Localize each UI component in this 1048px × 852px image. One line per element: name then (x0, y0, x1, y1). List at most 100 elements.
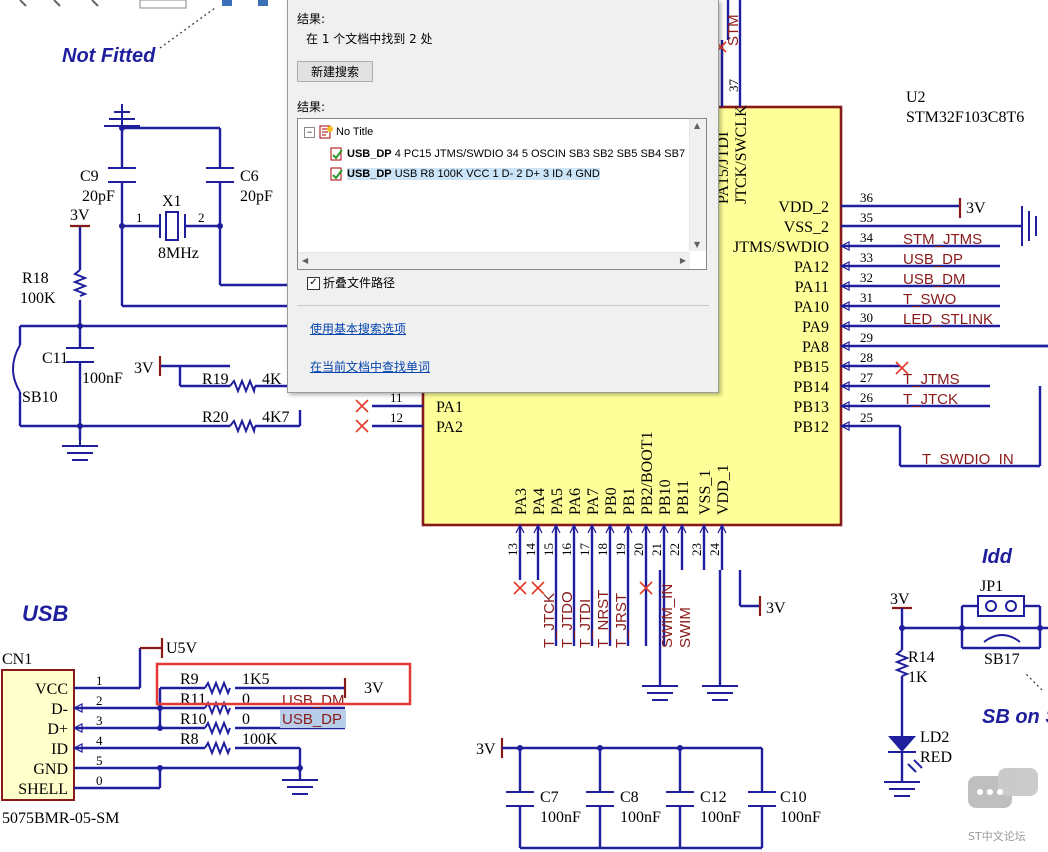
fold-paths-checkbox[interactable]: ✓折叠文件路径 (307, 274, 395, 291)
toolbar-remnant (19, 0, 268, 9)
right-net-label: T_SWO (903, 291, 956, 308)
c11-ref: C11 (42, 350, 68, 367)
sb-on-label: SB on S (982, 706, 1048, 728)
cn1-part: 5075BMR-05-SM (2, 810, 119, 827)
new-search-button[interactable]: 新建搜索 (297, 61, 373, 82)
r11-value: 0 (242, 691, 250, 708)
tree-hit-row-selected[interactable]: USB_DP USB R8 100K VCC 1 D- 2 D+ 3 ID 4 … (330, 165, 600, 183)
pin-arrow-icon (569, 523, 579, 534)
vertical-scrollbar[interactable]: ▲ ▼ (689, 119, 706, 251)
crystal-x1 (159, 211, 186, 241)
pin-arrow-icon (717, 523, 727, 534)
right-pin-number: 26 (860, 390, 874, 405)
annotation-box (155, 662, 412, 706)
find-in-document-link[interactable]: 在当前文档中查找单词 (310, 360, 431, 374)
resistor-r14 (894, 649, 910, 677)
led-power-label: 3V (890, 591, 910, 608)
bottom-pin-number: 13 (505, 543, 520, 556)
fold-paths-label: 折叠文件路径 (323, 276, 396, 290)
tree-document-row[interactable]: −No Title (304, 123, 373, 141)
pin-arrow-icon (515, 523, 525, 534)
cn1-pin-name: VCC (35, 681, 68, 698)
right-pin-number: 34 (860, 230, 874, 245)
cn1-pin-name: ID (51, 741, 68, 758)
found-summary: 在 1 个文档中找到 2 处 (306, 32, 433, 46)
vdd1-power-label: 3V (766, 600, 786, 617)
r8-value: 100K (242, 731, 278, 748)
led-ld2 (884, 676, 923, 797)
pin-arrow-icon (839, 421, 850, 431)
pin-arrow-icon (623, 523, 633, 534)
idd-heading: Idd (982, 546, 1013, 568)
c9-ref: C9 (80, 168, 99, 185)
c11-value: 100nF (82, 370, 123, 387)
watermark-label: ST中文论坛 (968, 829, 1026, 843)
top-pin-37: 37 (726, 79, 741, 93)
top-pin-jtck: JTCK/SWCLK (733, 105, 750, 204)
r20-value: 4K7 (262, 409, 290, 426)
usb-dp-net: USB_DP (282, 711, 342, 728)
cn1-pin-number: 5 (96, 753, 103, 768)
pin-arrow-icon (839, 241, 850, 251)
right-pin-name: PA9 (802, 319, 829, 336)
hit-name: USB_DP (347, 168, 392, 180)
horizontal-scrollbar[interactable]: ◀ ▶ (298, 252, 690, 269)
scroll-down-icon[interactable]: ▼ (694, 240, 701, 249)
search-results-dialog: 结果: 在 1 个文档中找到 2 处 新建搜索 结果: −No Title US… (287, 0, 719, 393)
c10-value: 100nF (780, 809, 821, 826)
results-tree[interactable]: −No Title USB_DP 4 PC15 JTMS/SWDIO 34 5 … (297, 118, 707, 270)
right-pin-name: PA8 (802, 339, 829, 356)
cn1-pin-number: 0 (96, 773, 103, 788)
bottom-pin-number: 18 (595, 543, 610, 556)
sb10-label: SB10 (22, 389, 58, 406)
bottom-pin-name: PB1 (621, 487, 638, 515)
collapse-icon[interactable]: − (304, 126, 315, 138)
results-heading: 结果: (297, 12, 326, 26)
right-pin-name: PB14 (793, 379, 829, 396)
pin-arrow-icon (839, 301, 850, 311)
bottom-pin-number: 23 (689, 543, 704, 556)
tree-hit-row[interactable]: USB_DP 4 PC15 JTMS/SWDIO 34 5 OSCIN SB3 … (330, 145, 685, 163)
resistor-r20 (229, 418, 256, 435)
bottom-grounds (642, 570, 762, 701)
no-connect-mark (531, 581, 545, 595)
junction-dot (517, 745, 523, 751)
right-pin-name: PB12 (793, 419, 829, 436)
basic-search-options-link[interactable]: 使用基本搜索选项 (310, 322, 407, 336)
pin-arrow-icon (839, 281, 850, 291)
bottom-pin-number: 21 (649, 543, 664, 556)
junction-dot (959, 625, 965, 631)
r14-ref: R14 (908, 649, 935, 666)
hit-detail: 4 PC15 JTMS/SWDIO 34 5 OSCIN SB3 SB2 SB5… (394, 148, 686, 160)
bottom-pin-number: 22 (667, 543, 682, 556)
bottom-pin-name: PA3 (513, 488, 530, 515)
cn1-pin-name: SHELL (18, 781, 68, 798)
u5v-label: U5V (166, 640, 198, 657)
decoupling-wires (500, 738, 776, 850)
scroll-up-icon[interactable]: ▲ (694, 121, 701, 130)
cn1-pin-name: GND (33, 761, 68, 778)
no-connect-mark (639, 581, 653, 595)
ground-symbol-top (104, 104, 140, 128)
right-pin-name: PA11 (795, 279, 829, 296)
forum-watermark (968, 768, 1038, 808)
checkbox-checked-icon[interactable]: ✓ (307, 277, 320, 290)
dialog-separator (297, 305, 709, 306)
oscillator-wires (120, 126, 290, 308)
scroll-left-icon[interactable]: ◀ (302, 256, 309, 265)
bottom-pin-number: 17 (577, 543, 592, 557)
scroll-right-icon[interactable]: ▶ (679, 256, 686, 265)
r19-power-label: 3V (134, 360, 154, 377)
capacitor-c9 (108, 167, 136, 183)
bottom-pin-number: 24 (707, 543, 722, 557)
search-highlight (280, 710, 346, 728)
r14-value: 1K (908, 669, 928, 686)
right-pin-name: VSS_2 (784, 219, 829, 236)
junction-dot (77, 323, 83, 329)
resistor-r9 (204, 680, 231, 696)
right-pin-number: 35 (860, 210, 873, 225)
r19-ref: R19 (202, 371, 229, 388)
r9-power-label: 3V (364, 680, 384, 697)
u2-left-pins (355, 399, 423, 433)
bottom-net-label: T_NRST (595, 590, 612, 648)
